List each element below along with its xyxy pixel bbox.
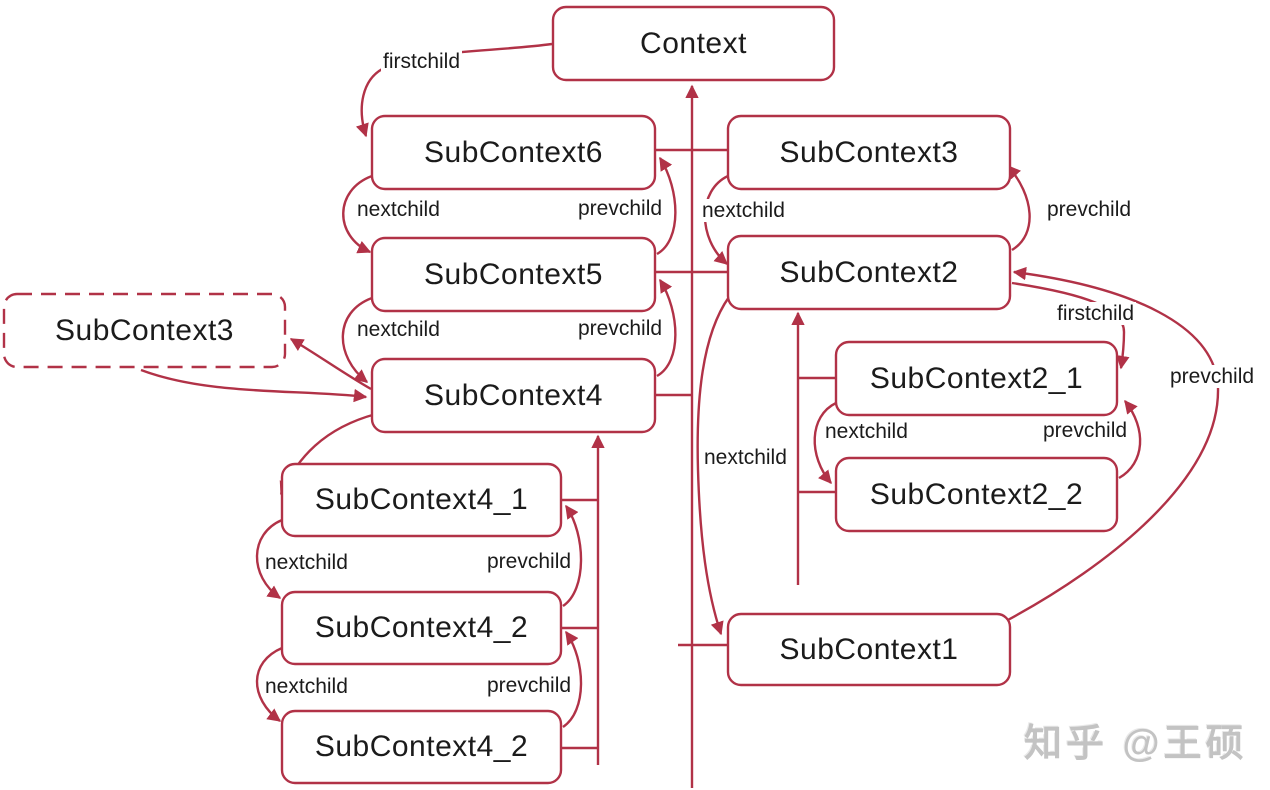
- edge-dashed-subcontext3-to-subcontext4: [140, 368, 368, 403]
- edge-nextchild-subcontext4-2-subcontext4-2b: [255, 646, 283, 722]
- node-subcontext5-box: [370, 236, 657, 313]
- edge-label-prevchild-2-3: prevchild: [1045, 198, 1134, 221]
- node-context-box: [551, 5, 836, 82]
- edge-label-prevchild-2-2-2-1: prevchild: [1041, 419, 1130, 442]
- edge-nextchild-subcontext5-subcontext4: [341, 296, 373, 383]
- edge-firstchild-subcontext2-subcontext2-1: [1011, 281, 1130, 370]
- node-subcontext4-2b-box: [280, 709, 563, 785]
- edge-label-nextchild-4-1-4-2: nextchild: [263, 551, 350, 574]
- edge-label-prevchild-1-2: prevchild: [1168, 365, 1257, 388]
- node-subcontext2-1-box: [834, 340, 1119, 417]
- edge-nextchild-subcontext2-subcontext1: [696, 296, 730, 636]
- edge-prevchild-subcontext5-subcontext6: [656, 156, 677, 256]
- node-subcontext1-box: [726, 612, 1012, 687]
- edge-prevchild-subcontext2-2-subcontext2-1: [1118, 399, 1142, 480]
- node-subcontext3-dashed-box: [2, 292, 287, 369]
- edge-subcontext4-to-dashed-subcontext3: [289, 337, 372, 391]
- edge-label-nextchild-4-2-4-2b: nextchild: [263, 675, 350, 698]
- edge-label-nextchild-3-2: nextchild: [700, 199, 787, 222]
- edge-nextchild-subcontext4-1-subcontext4-2: [255, 518, 283, 599]
- node-subcontext2-2-box: [834, 456, 1119, 533]
- edge-label-prevchild-4-2b-4-2: prevchild: [485, 674, 574, 697]
- edge-label-prevchild-5-6: prevchild: [576, 197, 665, 220]
- edge-prevchild-subcontext4-2-subcontext4-1: [562, 504, 583, 607]
- edge-prevchild-subcontext4-subcontext5: [656, 278, 677, 378]
- edge-label-nextchild-2-1-2-2: nextchild: [823, 420, 910, 443]
- edge-label-prevchild-4-5: prevchild: [576, 317, 665, 340]
- node-subcontext3-box: [726, 114, 1012, 191]
- node-subcontext2-box: [726, 234, 1012, 311]
- edge-label-nextchild-6-5: nextchild: [355, 198, 442, 221]
- edge-nextchild-subcontext6-subcontext5: [342, 174, 373, 254]
- edge-prevchild-subcontext2-subcontext3: [1007, 164, 1031, 252]
- edge-nextchild-subcontext2-1-subcontext2-2: [813, 401, 837, 485]
- node-subcontext6-box: [370, 114, 657, 191]
- edge-label-prevchild-4-2-4-1: prevchild: [485, 550, 574, 573]
- node-subcontext4-box: [370, 357, 657, 434]
- watermark: 知乎 @王硕: [1024, 723, 1248, 765]
- edge-label-firstchild-context: firstchild: [381, 50, 463, 73]
- node-subcontext4-1-box: [280, 462, 563, 538]
- node-subcontext4-2-box: [280, 590, 563, 666]
- edge-label-firstchild-2: firstchild: [1055, 302, 1137, 325]
- edge-label-nextchild-2-1: nextchild: [702, 446, 789, 469]
- edge-prevchild-subcontext4-2b-subcontext4-2: [562, 630, 583, 728]
- edge-prevchild-subcontext1-subcontext2: [1005, 266, 1220, 623]
- edge-label-nextchild-5-4: nextchild: [355, 318, 442, 341]
